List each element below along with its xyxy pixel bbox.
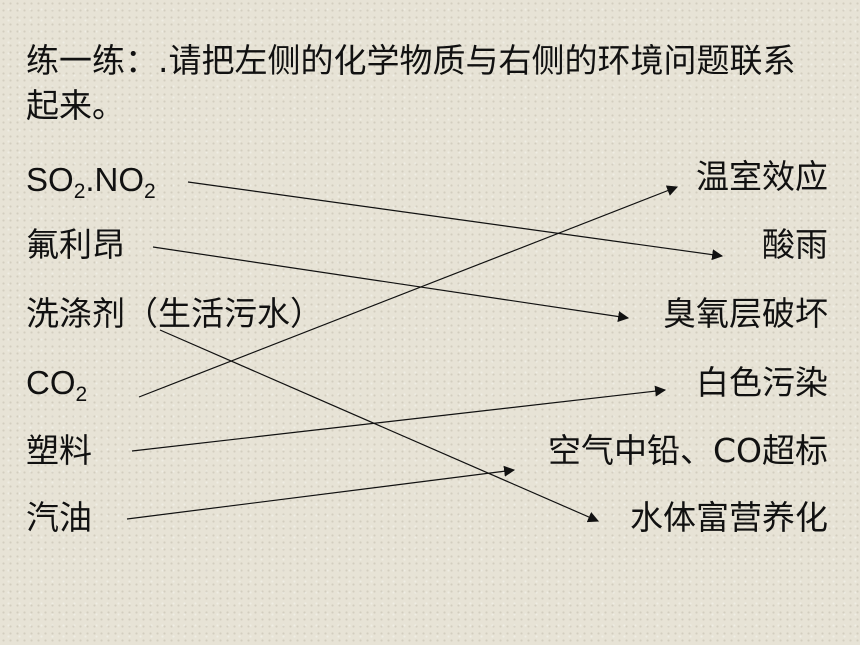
right-item-acid-rain: 酸雨 [762,225,828,264]
no2-subscript: 2 [144,180,156,203]
so2-part1: SO [26,161,74,198]
left-item-freon: 氟利昂 [26,225,125,264]
arrow-gasoline-to-air-pollution [126,465,516,520]
arrow-freon-to-ozone [152,246,630,322]
right-item-eutrophication: 水体富营养化 [630,498,828,537]
co2-subscript: 2 [75,383,88,406]
left-item-detergent: 洗涤剂（生活污水） [26,294,323,333]
right-item-air-lead-co: 空气中铅、CO超标 [547,431,828,470]
right-item-white-pollution: 白色污染 [696,363,828,402]
co2-base: CO [26,364,76,401]
left-item-plastic: 塑料 [26,431,92,470]
left-item-gasoline: 汽油 [26,498,92,537]
arrow-so2-to-acid-rain [187,181,724,261]
so2-part2: .NO [85,161,145,198]
right-item-greenhouse-effect: 温室效应 [696,157,828,196]
so2-subscript: 2 [73,180,86,203]
left-item-co2: CO2 [26,363,88,406]
right-item-ozone-depletion: 臭氧层破坏 [663,294,828,333]
left-item-so2-no2: SO2.NO2 [26,160,156,203]
arrow-detergent-to-eutrophication [159,329,600,523]
exercise-prompt: 练一练：.请把左侧的化学物质与右侧的环境问题联系起来。 [26,41,796,125]
arrow-plastic-to-white-pollution [131,385,667,452]
arrow-co2-to-greenhouse [138,185,679,398]
